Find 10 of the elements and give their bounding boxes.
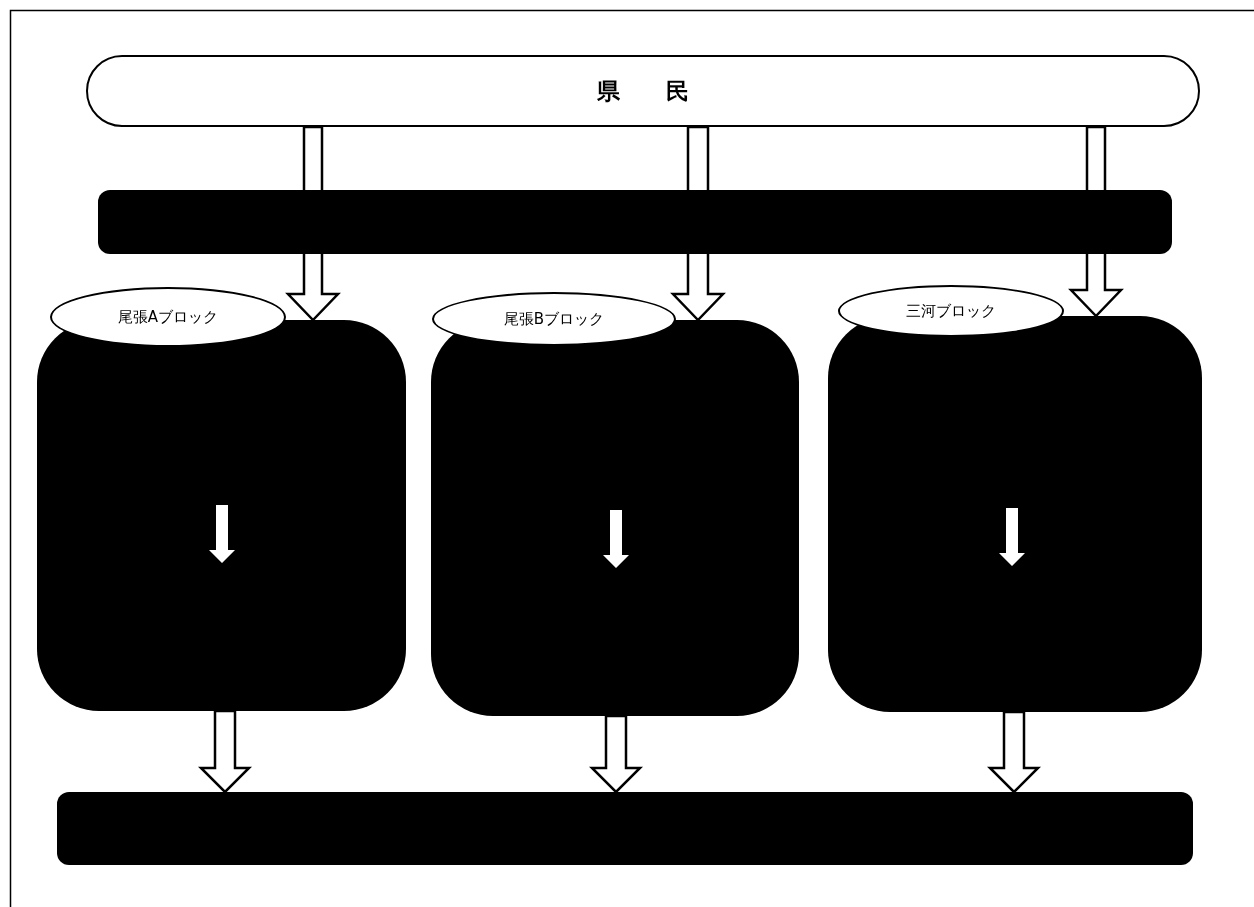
- hollow-arrow: [987, 710, 1041, 794]
- hollow-arrow: [589, 714, 643, 794]
- rounded-banner: 県民: [86, 55, 1200, 127]
- filled-bar: [98, 190, 1172, 254]
- rounded-panel: [828, 316, 1202, 712]
- filled-bar: [57, 792, 1193, 865]
- ellipse-label: 尾張Bブロック: [432, 292, 676, 346]
- hollow-arrow: [198, 709, 252, 794]
- ellipse-label: 尾張Aブロック: [50, 287, 286, 347]
- ellipse-label: 三河ブロック: [838, 285, 1064, 337]
